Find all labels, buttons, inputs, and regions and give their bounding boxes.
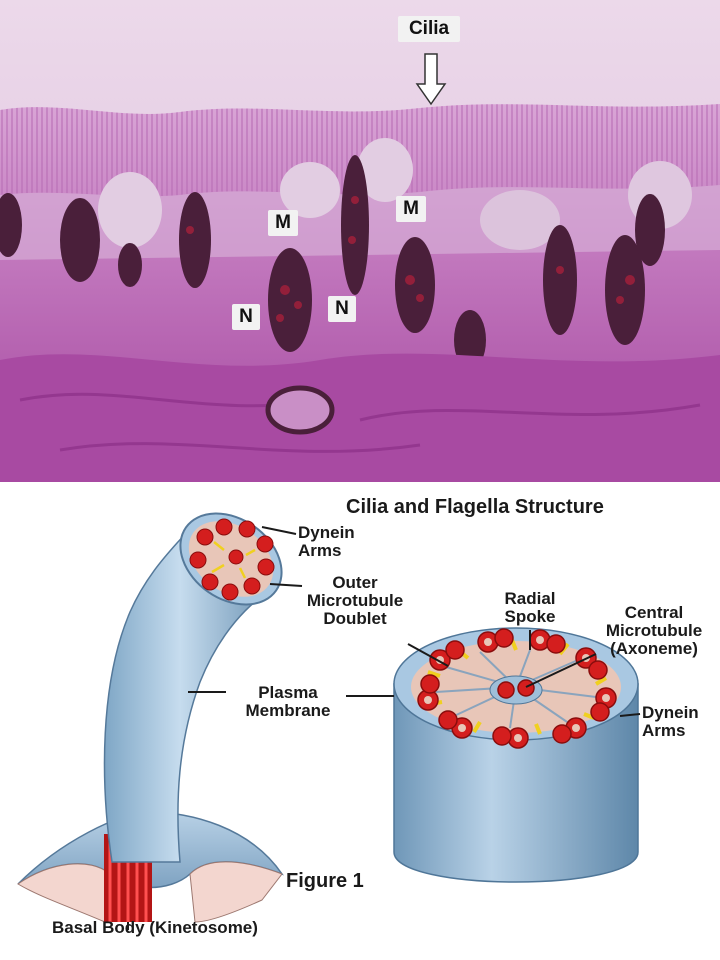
central-microtubule-label: Central Microtubule (Axoneme) <box>605 603 703 658</box>
cilium-cross-section <box>179 512 283 606</box>
cilia-structure-diagram: Cilia and Flagella Structure Dynein Arms… <box>0 482 720 960</box>
dynein-arms-label-top: Dynein Arms <box>298 523 355 560</box>
central-microtubules <box>497 679 535 699</box>
diagram-title: Cilia and Flagella Structure <box>346 496 604 518</box>
ciliated-epithelium-micrograph: Cilia M M N N <box>0 0 720 482</box>
outer-doublets <box>417 628 617 749</box>
axoneme-cylinder <box>393 627 639 883</box>
radial-spoke-label: Radial Spoke <box>504 589 556 626</box>
n-label-2: N <box>328 296 356 322</box>
leader-lines <box>127 526 641 930</box>
basal-body-label: Basal Body (Kinetosome) <box>52 918 258 937</box>
m-label-2: M <box>396 196 426 222</box>
m-label-1: M <box>268 210 298 236</box>
dynein-arms-label-right: Dynein Arms <box>642 703 699 740</box>
outer-doublet-label: Outer Microtubule Doublet <box>306 573 404 628</box>
figure-label: Figure 1 <box>286 870 364 892</box>
n-label-1: N <box>232 304 260 330</box>
micrograph-image <box>0 0 720 482</box>
plasma-membrane-label: Plasma Membrane <box>245 683 331 720</box>
cilia-label: Cilia <box>398 16 460 42</box>
diagram-illustration <box>17 512 641 930</box>
